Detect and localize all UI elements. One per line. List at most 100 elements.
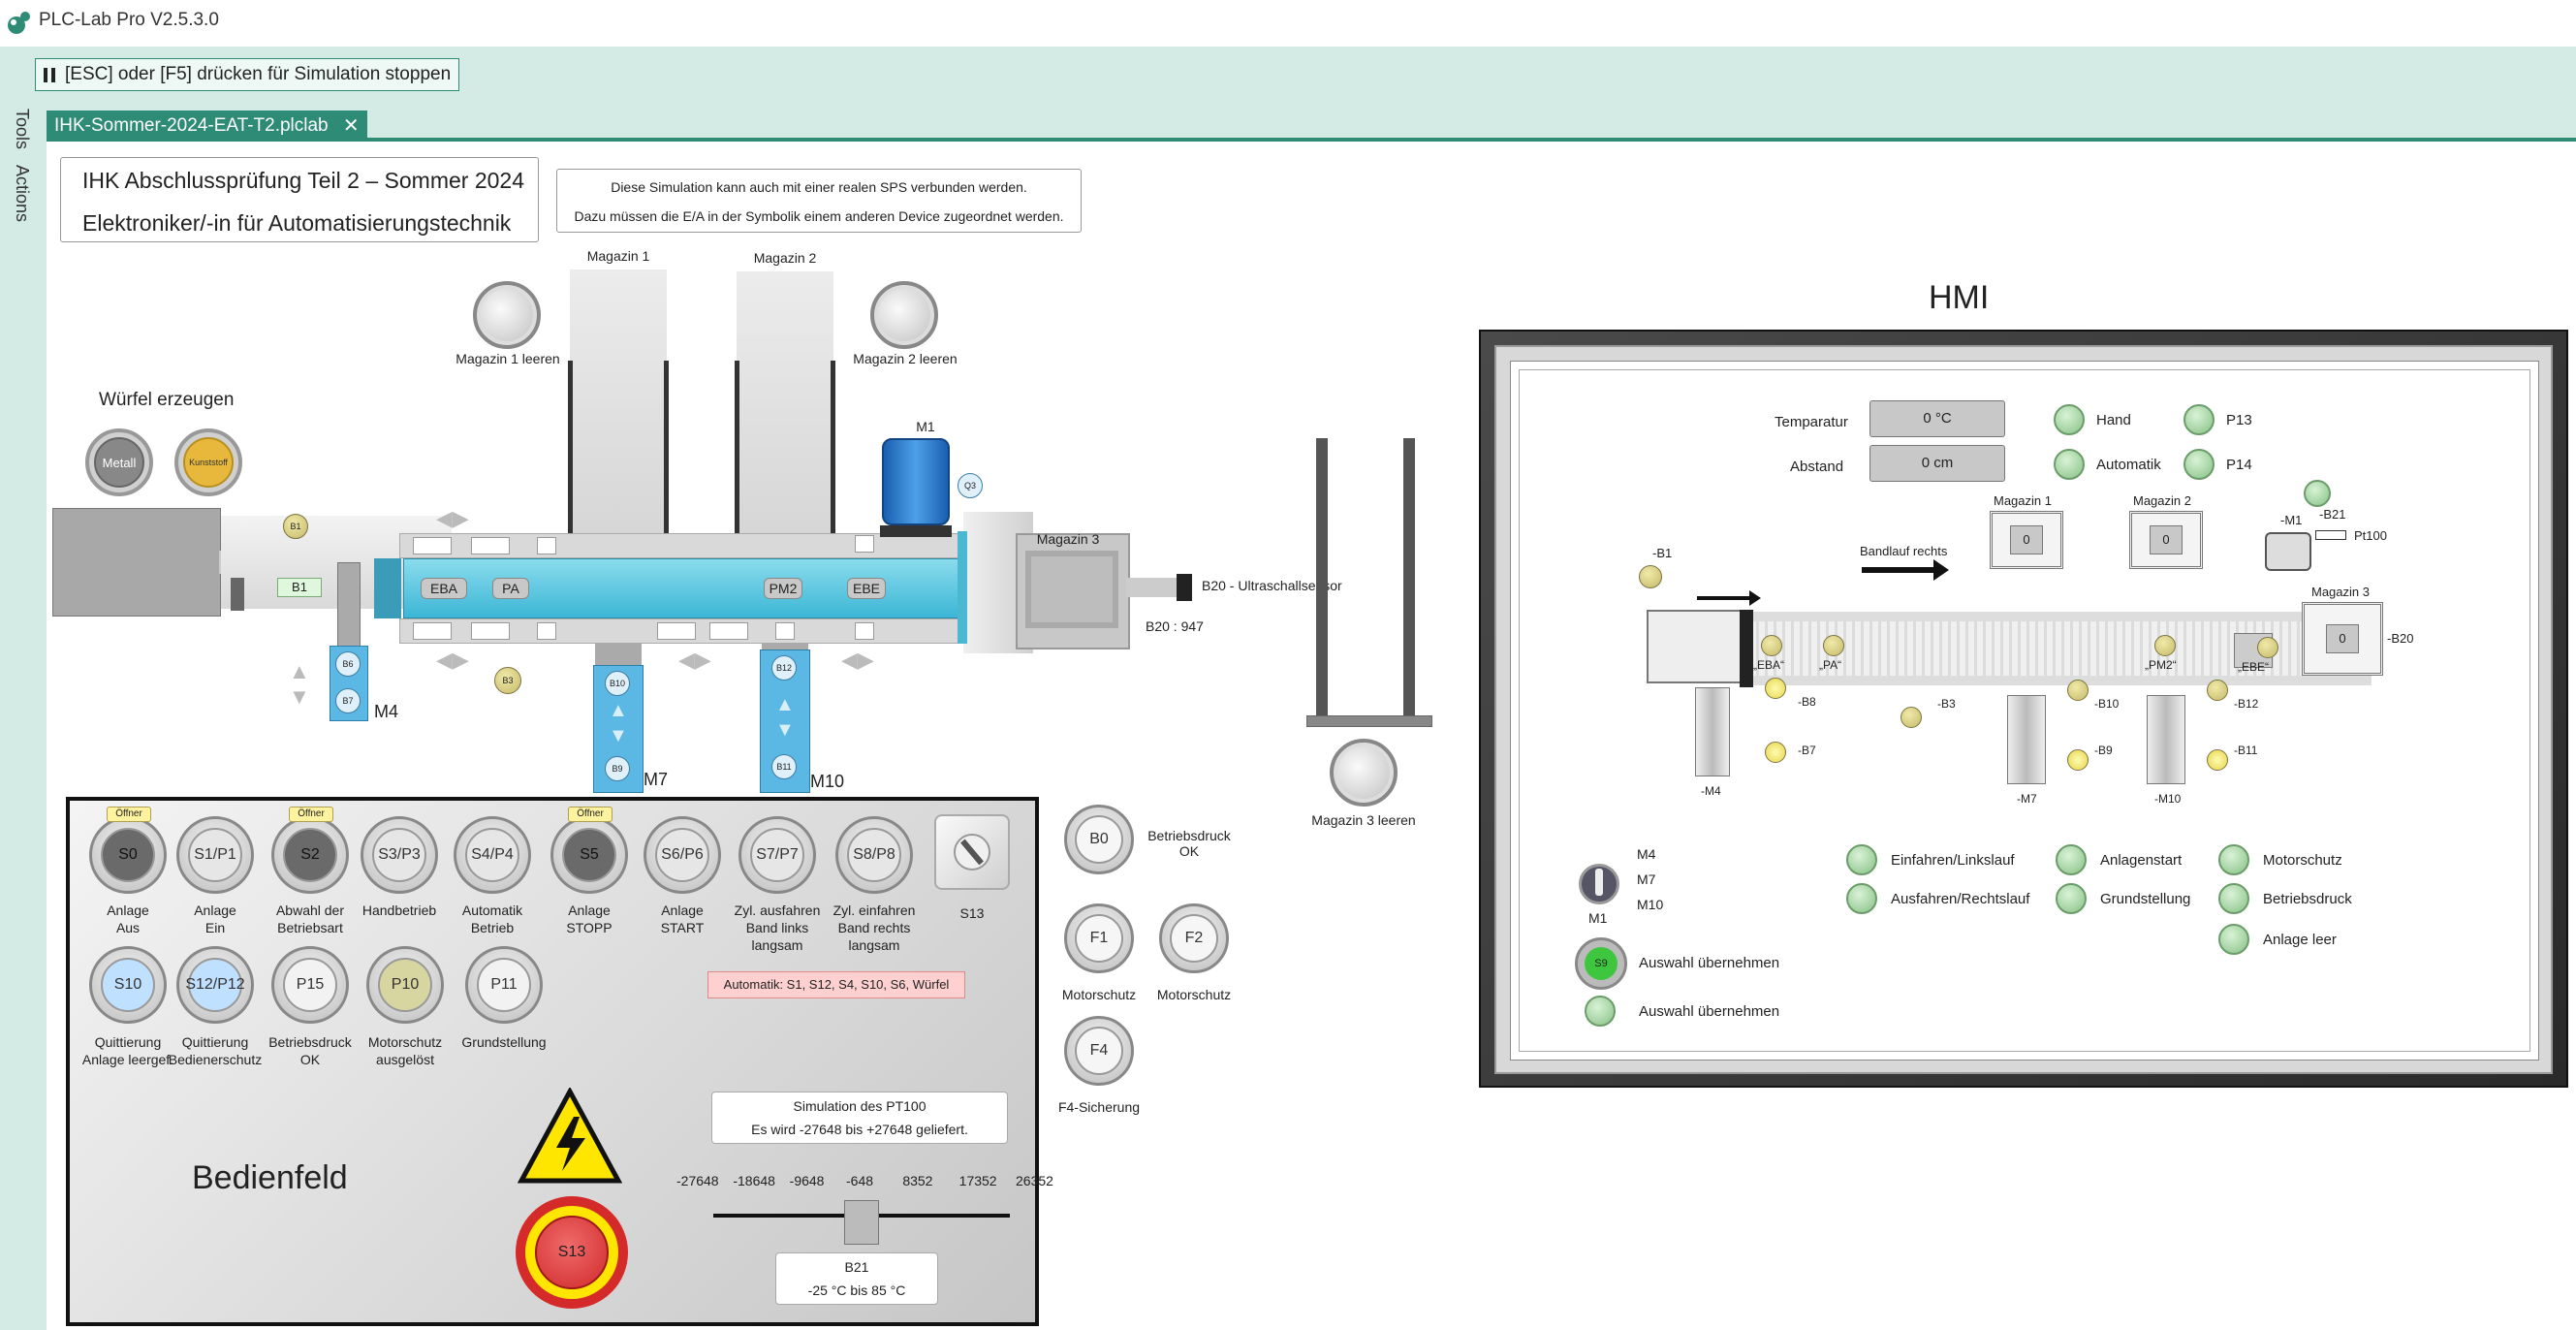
hmi-bandlauf-arrow [1862,567,1937,573]
hmi-frame: Temparatur 0 °C Abstand 0 cm Hand Automa… [1479,330,2568,1088]
document-tab[interactable]: IHK-Sommer-2024-EAT-T2.plclab ✕ [47,111,367,142]
hmi-sel-m7: M7 [1637,871,1656,887]
hmi-m4-label: -M4 [1701,784,1721,798]
stop-simulation-button[interactable]: [ESC] oder [F5] drücken für Simulation s… [35,58,460,91]
panel-button-label: P10 [378,958,432,1012]
hmi-s9-caption: Auswahl übernehmen [1639,955,1780,971]
pt100-tick-label: -648 [846,1173,874,1188]
conveyor-left-roller [374,558,401,618]
magazin-2-empty-button[interactable] [870,281,938,349]
panel-button-s6-p6[interactable]: S6/P6 [644,816,721,894]
panel-button-caption-line: Ein [204,920,226,935]
arrow-left-right-icon: ◀▶ [436,648,469,672]
f4-button[interactable]: F4 [1064,1016,1134,1086]
b1-sensor[interactable]: B1 [283,514,308,539]
app-title: PLC-Lab Pro V2.5.3.0 [39,10,219,30]
hmi-magazin-2-label: Magazin 2 [2133,493,2191,508]
hmi-s9-button[interactable]: S9 [1575,937,1627,990]
panel-button-caption-line: Betriebsart [277,920,343,935]
panel-button-caption-line: Anlage [107,902,149,918]
panel-button-p11[interactable]: P11 [465,946,543,1024]
hmi-temp-value: 0 °C [1869,400,2005,437]
hmi-motor-selector[interactable] [1579,864,1619,904]
hmi-s9-label: S9 [1585,947,1618,980]
hmi-conveyor-end-left [1740,610,1753,687]
b10-sensor[interactable]: B10 [605,671,630,696]
pa-sensor: PA [492,578,529,599]
panel-button-label: S12/P12 [185,958,245,1012]
b3-sensor[interactable]: B3 [494,667,521,694]
panel-button-s2[interactable]: S2 [271,816,349,894]
pt100-box: Simulation des PT100 Es wird -27648 bis … [711,1092,1008,1144]
panel-button-caption-line: Betrieb [470,920,515,935]
hmi-p14-lamp [2183,449,2215,480]
q3-sensor[interactable]: Q3 [958,473,983,498]
b0-button[interactable]: B0 [1064,805,1134,874]
sidebar: Tools Actions [0,95,47,1330]
hmi-b7-label: -B7 [1798,744,1816,757]
simulation-canvas: IHK Abschlussprüfung Teil 2 – Sommer 202… [50,145,2576,1330]
pt100-slider-thumb[interactable] [844,1200,879,1245]
hmi-p13-lamp [2183,404,2215,435]
panel-button-s12-p12[interactable]: S12/P12 [176,946,254,1024]
wuerfel-label: Würfel erzeugen [99,390,235,410]
kunststoff-button[interactable]: Kunststoff [174,428,242,496]
hmi-b21-lamp [2304,480,2331,507]
panel-button-s5[interactable]: S5 [550,816,628,894]
b11-sensor[interactable]: B11 [771,754,797,779]
header-line-2: Elektroniker/-in für Automatisierungstec… [82,210,512,236]
hmi-cylinder-m10 [2147,695,2185,784]
panel-button-caption-line: STOPP [566,920,613,935]
sidebar-tab-tools[interactable]: Tools [13,109,32,150]
panel-button-s10[interactable]: S10 [89,946,167,1024]
b6-sensor[interactable]: B6 [335,651,361,677]
panel-button-caption-line: langsam [751,937,803,953]
panel-button-p15[interactable]: P15 [271,946,349,1024]
hmi-magazin-1: 0 [1990,511,2063,569]
b20-value: B20 : 947 [1146,618,1204,634]
b9-sensor[interactable]: B9 [605,756,630,781]
panel-button-caption-line: Aus [115,920,141,935]
panel-button-s4-p4[interactable]: S4/P4 [454,816,531,894]
hmi-b9-label: -B9 [2094,744,2113,757]
close-icon[interactable]: ✕ [342,115,360,137]
panel-button-s0[interactable]: S0 [89,816,167,894]
s13-selector[interactable] [934,814,1010,890]
hmi-screen: Temparatur 0 °C Abstand 0 cm Hand Automa… [1510,361,2539,1061]
hmi-sel-m4: M4 [1637,846,1656,862]
panel-button-p10[interactable]: P10 [366,946,444,1024]
magazin-1-empty-button[interactable] [473,281,541,349]
hmi-b3-sensor [1901,707,1922,728]
magazin-3-empty-button[interactable] [1330,739,1398,807]
conveyor-stop [231,578,244,611]
feeder-block [52,508,221,617]
arrow-up-down-icon: ▲▼ [775,694,795,741]
hmi-automatik-lamp [2054,449,2085,480]
hmi-lamp-betriebsdruck [2218,883,2249,914]
magazin-3-stand-left [1316,438,1328,719]
metall-button[interactable]: Metall [85,428,153,496]
hmi-eba-sensor [1761,635,1782,656]
b12-sensor[interactable]: B12 [771,655,797,681]
b7-sensor[interactable]: B7 [335,688,361,713]
f1-button[interactable]: F1 [1064,903,1134,973]
f2-button[interactable]: F2 [1159,903,1229,973]
panel-button-s7-p7[interactable]: S7/P7 [738,816,816,894]
rail-block [709,622,748,640]
sidebar-tab-actions[interactable]: Actions [13,165,32,223]
panel-button-s8-p8[interactable]: S8/P8 [835,816,913,894]
panel-button-s1-p1[interactable]: S1/P1 [176,816,254,894]
emergency-stop-button[interactable]: S13 [516,1196,628,1309]
hmi-feeder [1647,610,1744,683]
hmi-hand-lamp [2054,404,2085,435]
m10-label: M10 [810,772,845,791]
panel-button-caption-line: Anlage [194,902,236,918]
panel-button-s3-p3[interactable]: S3/P3 [361,816,438,894]
hmi-small-arrow [1697,596,1751,600]
header-line-1: IHK Abschlussprüfung Teil 2 – Sommer 202… [82,168,524,193]
panel-button-caption-line: Handbetrieb [361,902,437,918]
f1-label: F1 [1075,914,1123,963]
